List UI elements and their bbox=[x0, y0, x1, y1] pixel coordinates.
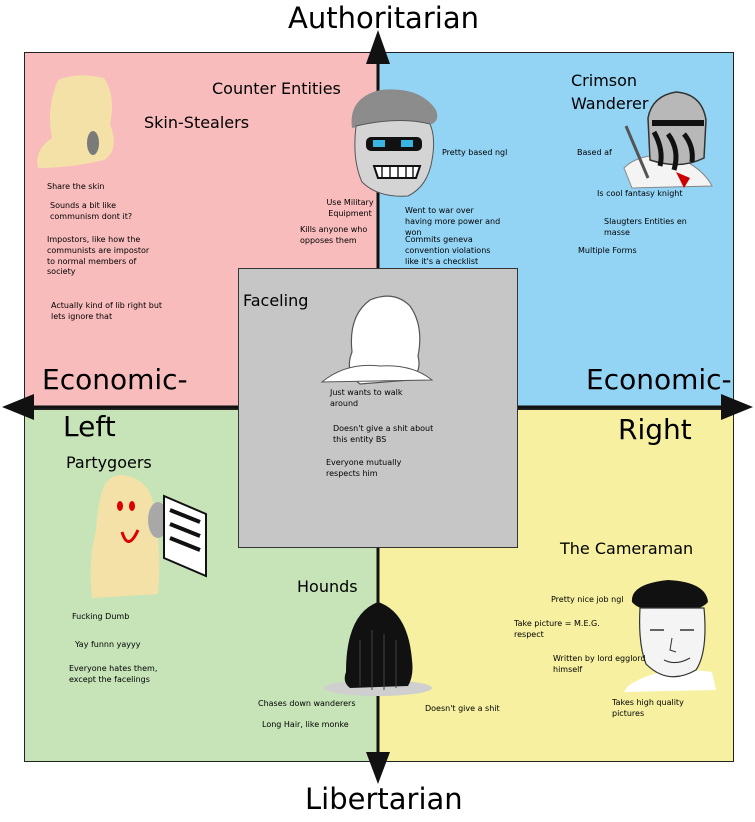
cameraman-note: Written by lord egglord himself bbox=[553, 654, 646, 674]
crimson-wanderer-note: Is cool fantasy knight bbox=[597, 189, 683, 198]
cameraman-title: The Cameraman bbox=[560, 539, 694, 558]
faceling-note: Everyone mutually respects him bbox=[326, 458, 402, 478]
hounds-note: Long Hair, like monke bbox=[262, 720, 349, 729]
counter-entities-title: Counter Entities bbox=[212, 79, 341, 98]
axis-label-libertarian: Libertarian bbox=[305, 782, 463, 816]
skin-stealer-hand-icon bbox=[87, 131, 99, 155]
arrow-down-icon bbox=[366, 752, 390, 784]
faceling-head-icon bbox=[348, 295, 421, 385]
axis-label-economic-left-1: Economic- bbox=[42, 363, 188, 396]
hounds-note: Chases down wanderers bbox=[258, 699, 356, 708]
partygoers-title: Partygoers bbox=[66, 453, 152, 472]
faceling-note: Doesn't give a shit about this entity BS bbox=[333, 424, 434, 444]
hounds-note: Doesn't give a shit bbox=[425, 704, 500, 713]
counter-entities-note: Commits geneva convention violations lik… bbox=[405, 235, 491, 266]
crimson-wanderer-note: Slaugters Entities en masse bbox=[604, 217, 687, 237]
axis-label-economic-left-2: Left bbox=[63, 410, 116, 443]
axis-label-economic-right-2: Right bbox=[618, 413, 692, 446]
faceling-note: Just wants to walk around bbox=[330, 388, 403, 408]
faceling-title: Faceling bbox=[243, 291, 309, 310]
axis-label-authoritarian: Authoritarian bbox=[288, 1, 479, 35]
party-sign-icon bbox=[163, 494, 207, 578]
counter-entities-note: Use Military Equipment bbox=[326, 198, 374, 218]
arrow-up-icon bbox=[366, 30, 390, 64]
crimson-wanderer-note: Based af bbox=[577, 148, 612, 157]
hounds-title: Hounds bbox=[297, 577, 358, 596]
skin-stealers-title: Skin-Stealers bbox=[144, 113, 250, 132]
counter-entities-note: Kills anyone who opposes them bbox=[300, 225, 368, 245]
sword-icon bbox=[624, 125, 650, 179]
skin-stealers-note: Actually kind of lib right but lets igno… bbox=[51, 301, 163, 321]
crimson-wanderer-title-2: Wanderer bbox=[571, 94, 649, 113]
cameraman-note: Takes high quality pictures bbox=[612, 698, 684, 718]
skin-stealers-note: Sounds a bit like communism dont it? bbox=[50, 201, 133, 221]
crimson-wanderer-note: Multiple Forms bbox=[578, 246, 637, 255]
skin-stealers-note: Impostors, like how the communists are i… bbox=[47, 235, 150, 277]
cameraman-note: Pretty nice job ngl bbox=[551, 595, 624, 604]
counter-entities-note: Pretty based ngl bbox=[442, 148, 508, 157]
arrow-left-icon bbox=[2, 394, 34, 420]
skin-stealers-note: Share the skin bbox=[47, 182, 105, 191]
beret-icon bbox=[351, 89, 438, 128]
wojak-face-icon bbox=[639, 607, 706, 678]
crimson-wanderer-title-1: Crimson bbox=[571, 71, 638, 90]
arrow-right-icon bbox=[721, 394, 753, 420]
partygoers-note: Fucking Dumb bbox=[72, 612, 130, 621]
cameraman-note: Take picture = M.E.G. respect bbox=[514, 619, 600, 639]
beret-icon bbox=[631, 580, 708, 612]
partygoers-note: Everyone hates them, except the faceling… bbox=[69, 664, 158, 684]
partygoers-note: Yay funnn yayyy bbox=[75, 640, 141, 649]
axis-label-economic-right-1: Economic- bbox=[586, 363, 732, 396]
counter-entities-note: Went to war over having more power and w… bbox=[405, 206, 501, 237]
